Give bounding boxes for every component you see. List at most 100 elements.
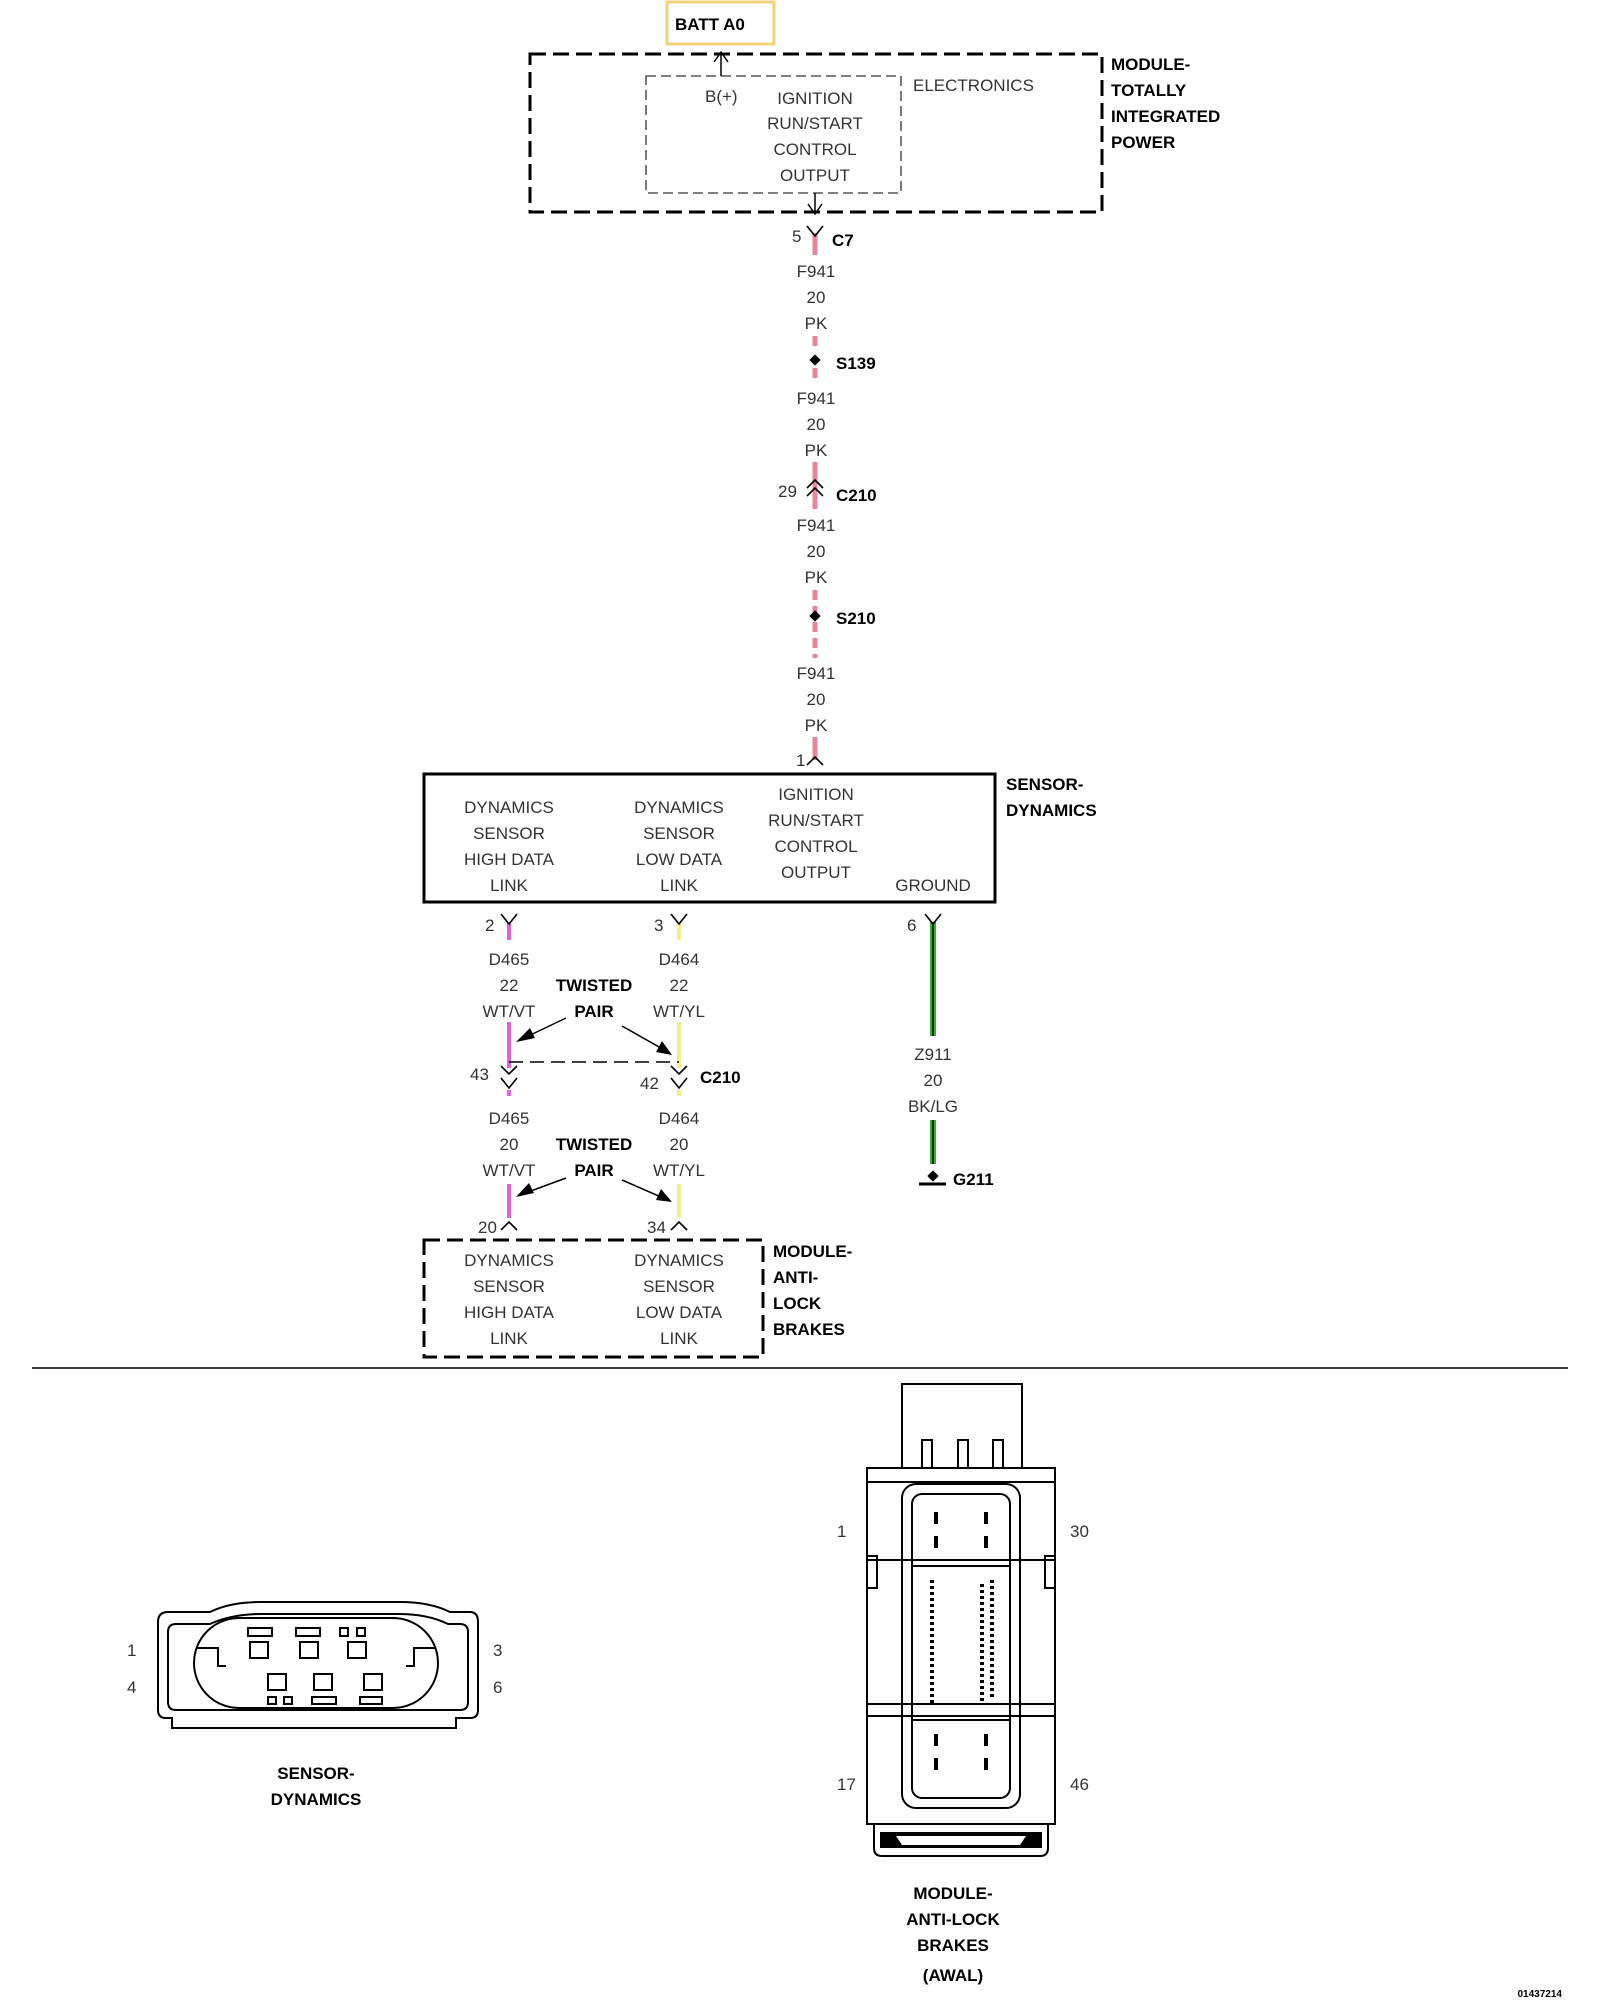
abs-name-3: LOCK	[773, 1294, 822, 1313]
abs-conn-label-3: BRAKES	[917, 1936, 989, 1955]
abs-low-label-1: DYNAMICS	[634, 1251, 724, 1270]
tipm-name-3: INTEGRATED	[1111, 107, 1220, 126]
c210-inline-label: C210	[836, 486, 877, 505]
figure-id: 01437214	[1518, 1989, 1563, 2000]
c210-inline-pin-number: 29	[778, 482, 797, 501]
c7-pin-number: 5	[792, 227, 801, 246]
sensor-low-label-4: LINK	[660, 876, 698, 895]
abs-conn-bottom-lip	[873, 1824, 1049, 1857]
f941-gauge-4: 20	[807, 690, 826, 709]
abs-conn-face-outer	[901, 1483, 1021, 1809]
sensor-conn-cavity-1	[249, 1641, 269, 1659]
sensor-low-label-2: SENSOR	[643, 824, 715, 843]
ground-g211-dot	[927, 1170, 939, 1182]
z911-pin-symbol	[924, 913, 942, 926]
sensor-high-label-4: LINK	[490, 876, 528, 895]
d465-circuit-1: D465	[489, 950, 530, 969]
sensor-ign-label-1: IGNITION	[778, 785, 854, 804]
abs-name-1: MODULE-	[773, 1242, 852, 1261]
f941-circuit-3: F941	[797, 516, 836, 535]
sensor-conn-latch-top-left	[247, 1627, 273, 1637]
sensor-conn-pin-label-6: 6	[493, 1678, 502, 1697]
abs-conn-top-tab-3	[992, 1439, 1004, 1469]
abs-conn-top-tab-2	[957, 1439, 969, 1469]
sensor-conn-latch-top-right	[339, 1627, 349, 1637]
sensor-conn-key-left	[196, 1647, 226, 1667]
d465-c210-pin-symbol	[500, 1065, 518, 1090]
sensor-ign-label-3: CONTROL	[774, 837, 857, 856]
batt-a0-label: BATT A0	[675, 15, 745, 34]
sensor-dynamics-connector-view	[157, 1601, 479, 1729]
splice-s139-label: S139	[836, 354, 876, 373]
sensor-conn-label-2: DYNAMICS	[271, 1790, 362, 1809]
d464-circuit-2: D464	[659, 1109, 700, 1128]
abs-conn-bottom-lip-slot	[896, 1836, 1026, 1845]
d464-color-2: WT/YL	[653, 1161, 705, 1180]
twisted-pair-lower-arrowhead-left	[516, 1183, 534, 1197]
z911-gauge: 20	[924, 1071, 943, 1090]
f941-color-1: PK	[805, 314, 828, 333]
d464-c210-pin-symbol	[670, 1065, 688, 1090]
d465-pin-top-symbol	[500, 913, 518, 926]
d464-abs-pin-symbol	[670, 1220, 688, 1231]
abs-conn-face-inner	[911, 1493, 1011, 1799]
splice-s139-dot	[809, 354, 821, 366]
z911-color: BK/LG	[908, 1097, 958, 1116]
abs-low-label-2: SENSOR	[643, 1277, 715, 1296]
sensor-name-2: DYNAMICS	[1006, 801, 1097, 820]
sensor-pin1-symbol	[806, 755, 824, 766]
abs-conn-pin-label-1: 1	[837, 1522, 846, 1541]
f941-gauge-1: 20	[807, 288, 826, 307]
sensor-ign-label-2: RUN/START	[768, 811, 864, 830]
d465-color-2: WT/VT	[483, 1161, 536, 1180]
d465-color-1: WT/VT	[483, 1002, 536, 1021]
d465-c210-pin-number: 43	[470, 1065, 489, 1084]
c7-pin-symbol	[806, 225, 824, 238]
d464-circuit-1: D464	[659, 950, 700, 969]
tipm-output-arrow	[807, 193, 823, 216]
sensor-conn-cavity-4	[267, 1673, 287, 1691]
tipm-output-label-3: CONTROL	[773, 140, 856, 159]
d464-color-1: WT/YL	[653, 1002, 705, 1021]
f941-circuit-2: F941	[797, 389, 836, 408]
abs-low-label-3: LOW DATA	[636, 1303, 723, 1322]
abs-conn-pin-5	[934, 1734, 938, 1746]
twisted-pair-upper-1: TWISTED	[556, 976, 633, 995]
sensor-conn-outer-shell	[157, 1601, 479, 1729]
sensor-conn-latch-bottom-mid	[311, 1696, 337, 1705]
tipm-output-label-2: RUN/START	[767, 114, 863, 133]
abs-connector-view	[866, 1383, 1056, 1857]
sensor-ground-label: GROUND	[895, 876, 971, 895]
abs-conn-pin-label-17: 17	[837, 1775, 856, 1794]
twisted-pair-lower-2: PAIR	[574, 1161, 613, 1180]
sensor-conn-label-1: SENSOR-	[277, 1764, 354, 1783]
tipm-name-4: POWER	[1111, 133, 1175, 152]
f941-circuit-1: F941	[797, 262, 836, 281]
d465-gauge-2: 20	[500, 1135, 519, 1154]
abs-name-2: ANTI-	[773, 1268, 818, 1287]
sensor-conn-inner-shell	[167, 1613, 469, 1711]
d464-pin-top-symbol	[670, 913, 688, 926]
sensor-conn-cavity-6	[363, 1673, 383, 1691]
abs-conn-pin-4	[984, 1536, 988, 1548]
d464-gauge-2: 20	[670, 1135, 689, 1154]
sensor-high-label-2: SENSOR	[473, 824, 545, 843]
abs-high-label-3: HIGH DATA	[464, 1303, 555, 1322]
sensor-conn-pin-label-4: 4	[127, 1678, 136, 1697]
abs-conn-label-2: ANTI-LOCK	[906, 1910, 1000, 1929]
z911-circuit: Z911	[914, 1045, 952, 1064]
splice-s210-label: S210	[836, 609, 876, 628]
sensor-conn-cavity-5	[313, 1673, 333, 1691]
sensor-conn-latch-bottom-right	[359, 1696, 383, 1705]
abs-conn-pin-3	[984, 1512, 988, 1524]
tipm-output-label-4: OUTPUT	[780, 166, 850, 185]
abs-conn-pin-1	[934, 1512, 938, 1524]
d464-gauge-1: 22	[670, 976, 689, 995]
d465-pin-top-number: 2	[485, 916, 494, 935]
abs-conn-pin-8	[984, 1758, 988, 1770]
d464-abs-pin-number: 34	[647, 1218, 666, 1237]
abs-conn-side-tab-left	[866, 1555, 878, 1589]
sensor-pin1-number: 1	[796, 751, 805, 770]
twisted-pair-upper-2: PAIR	[574, 1002, 613, 1021]
